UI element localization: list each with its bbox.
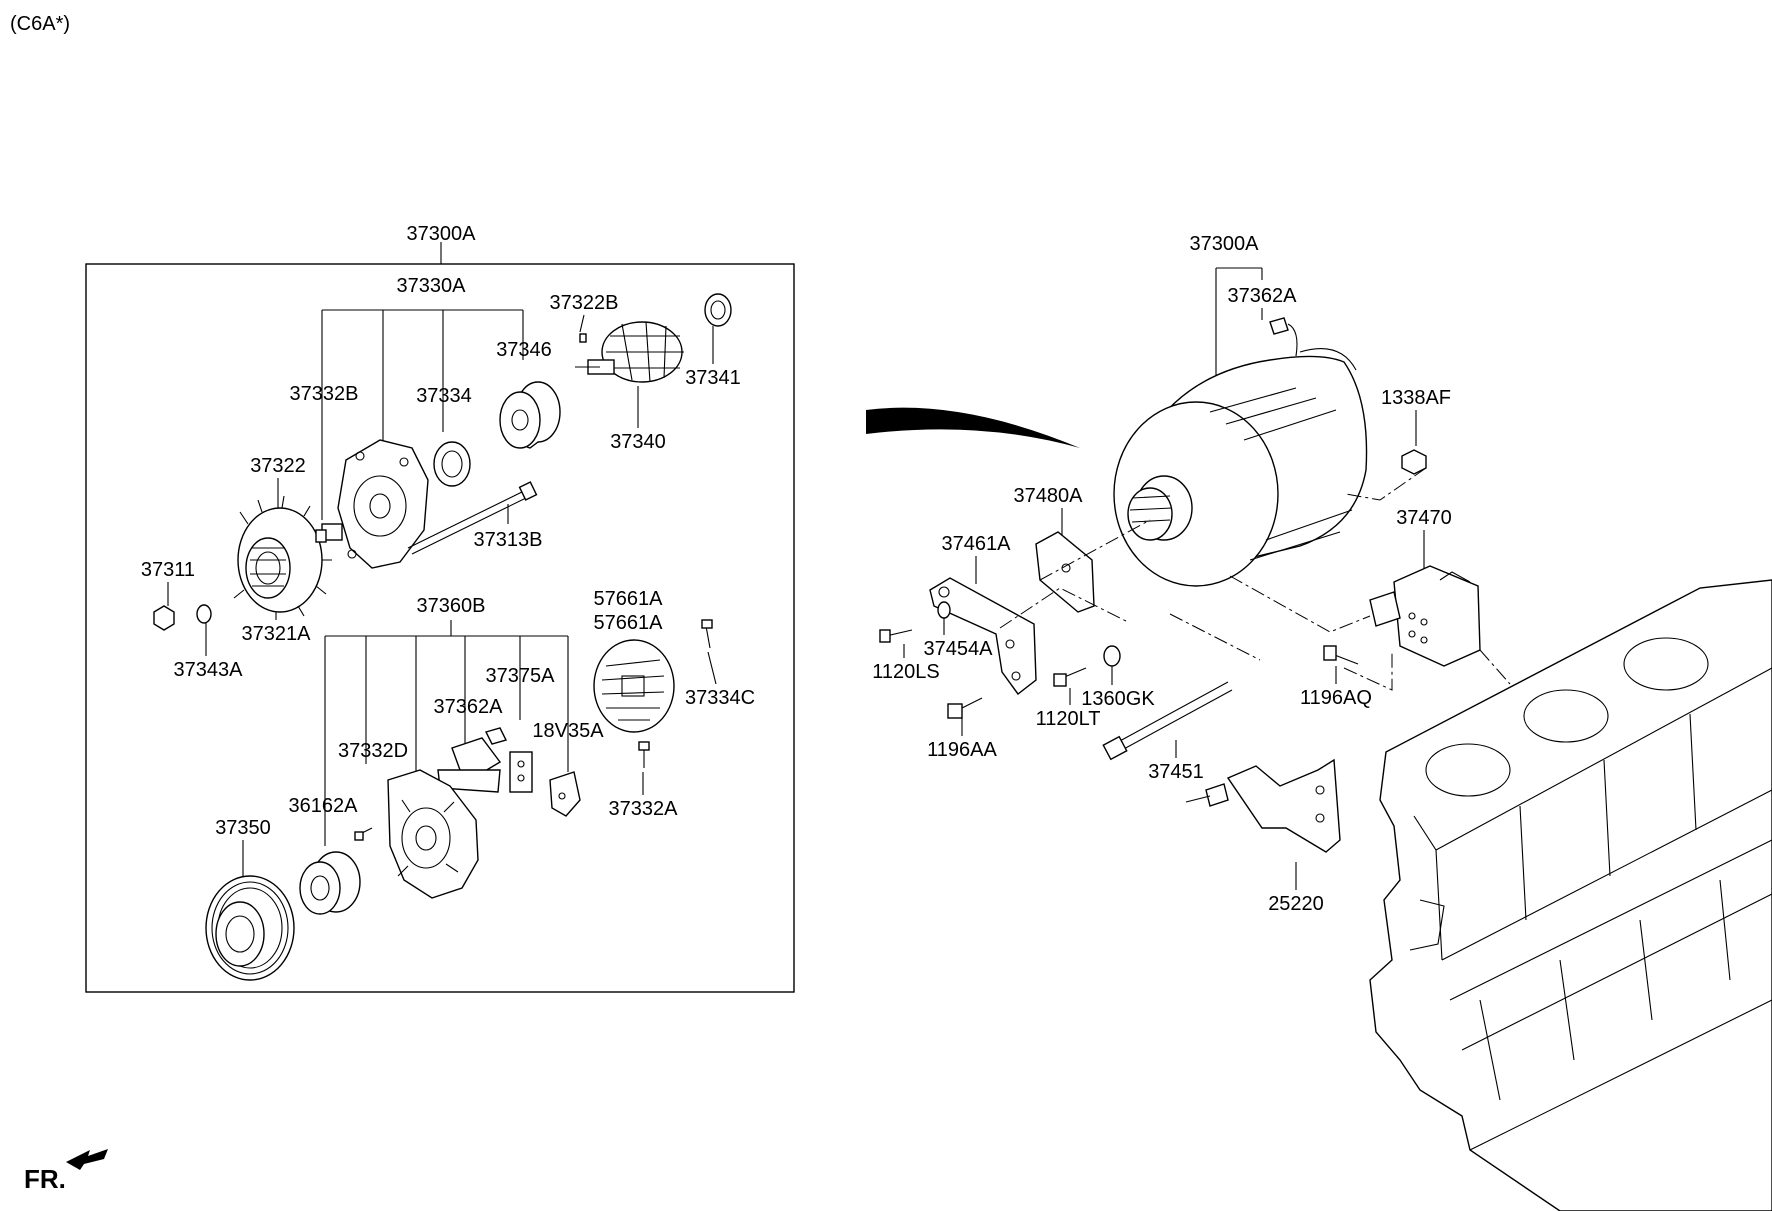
label-37350: 37350 <box>215 817 271 839</box>
bolt-1120LS-part <box>879 629 913 643</box>
through-bolt-part <box>407 481 538 555</box>
label-37375A: 37375A <box>486 665 556 687</box>
label-37330A: 37330A <box>397 275 467 297</box>
bracket-37461A-part <box>929 577 1037 695</box>
label-37346: 37346 <box>496 339 552 361</box>
bolt-1196AA-part <box>947 697 983 719</box>
front-arrow-icon <box>66 1149 108 1170</box>
pointer-swoosh-icon <box>866 407 1080 448</box>
fan-37322-part <box>233 495 332 617</box>
label-37334: 37334 <box>416 385 472 407</box>
washer-37454A-part <box>937 601 951 619</box>
label-1120LT: 1120LT <box>1036 708 1101 730</box>
brush-holder-37375A-part <box>509 751 533 793</box>
label-37322B: 37322B <box>550 292 619 314</box>
label-37362A-left: 37362A <box>434 696 504 718</box>
label-37360B: 37360B <box>417 595 486 617</box>
nut-37311-part <box>153 605 175 631</box>
label-1360GK: 1360GK <box>1081 688 1155 710</box>
bracket-37480A-part <box>1035 531 1095 613</box>
key-37322B-part <box>579 333 587 343</box>
front-bracket-part <box>337 439 429 569</box>
bolt-37451-part <box>1102 681 1233 761</box>
alternator-installation-view: 37300A 37362A 1338AF 37480A 37470 37461A… <box>866 233 1772 1211</box>
assembly-frame <box>85 263 795 993</box>
label-18V35A: 18V35A <box>532 720 604 742</box>
label-37332B: 37332B <box>290 383 359 405</box>
pulley-36162A-part <box>299 851 361 915</box>
fr-label: FR. <box>24 1164 66 1194</box>
washer-37343A-part <box>196 604 212 624</box>
label-37300A-left: 37300A <box>407 223 477 245</box>
bracket-37470-part <box>1369 565 1481 667</box>
label-37311: 37311 <box>141 559 195 581</box>
label-1338AF: 1338AF <box>1381 387 1451 409</box>
label-37332D: 37332D <box>338 740 408 762</box>
label-57661A-1: 57661A <box>594 588 664 610</box>
label-37470: 37470 <box>1396 507 1452 529</box>
label-37461A: 37461A <box>942 533 1012 555</box>
variant-code: (C6A*) <box>10 13 70 35</box>
cover-57661A-part <box>593 639 675 733</box>
bolt-1120LT-part <box>1053 667 1087 687</box>
screw-37334C-part <box>701 619 713 649</box>
label-37332A: 37332A <box>609 798 679 820</box>
bolt-37332D-part <box>354 827 373 841</box>
bearing-37341-part <box>704 293 732 327</box>
alternator-exploded-view: 37300A 37330A 37322B 37346 37341 37332B … <box>85 223 795 993</box>
screw-37332A-part <box>638 741 650 768</box>
label-37480A: 37480A <box>1014 485 1084 507</box>
label-37451: 37451 <box>1148 761 1204 783</box>
label-37334C: 37334C <box>685 687 755 709</box>
bracket-25220-part <box>1185 758 1341 853</box>
label-1196AA: 1196AA <box>927 739 997 761</box>
label-37313B: 37313B <box>474 529 543 551</box>
spacer-37346-part <box>499 381 561 449</box>
bolt-1196AQ-part <box>1323 645 1359 665</box>
label-37300A-right: 37300A <box>1190 233 1260 255</box>
label-57661A-2: 57661A <box>594 612 664 634</box>
label-37454A: 37454A <box>924 638 994 660</box>
label-37343A: 37343A <box>174 659 244 681</box>
label-36162A: 36162A <box>289 795 359 817</box>
engine-block-part <box>1369 579 1772 1211</box>
label-37322: 37322 <box>250 455 306 477</box>
bearing-37334-part <box>433 441 471 487</box>
rear-bracket-part <box>387 769 479 899</box>
front-direction-indicator: FR. <box>24 1149 108 1194</box>
alternator-body-part <box>1113 317 1368 587</box>
regulator-18V35A-part <box>549 771 581 817</box>
label-37340: 37340 <box>610 431 666 453</box>
label-37341: 37341 <box>685 367 741 389</box>
label-37362A-right: 37362A <box>1228 285 1298 307</box>
nut-37332B-part <box>315 523 343 543</box>
rotor-part <box>575 321 684 383</box>
pulley-37350-part <box>205 875 295 981</box>
nut-1360GK-part <box>1103 645 1121 667</box>
label-37321A: 37321A <box>242 623 312 645</box>
connector-37362A-part <box>437 727 508 793</box>
label-25220: 25220 <box>1268 893 1324 915</box>
label-1120LS: 1120LS <box>872 661 939 683</box>
label-1196AQ: 1196AQ <box>1300 687 1372 709</box>
